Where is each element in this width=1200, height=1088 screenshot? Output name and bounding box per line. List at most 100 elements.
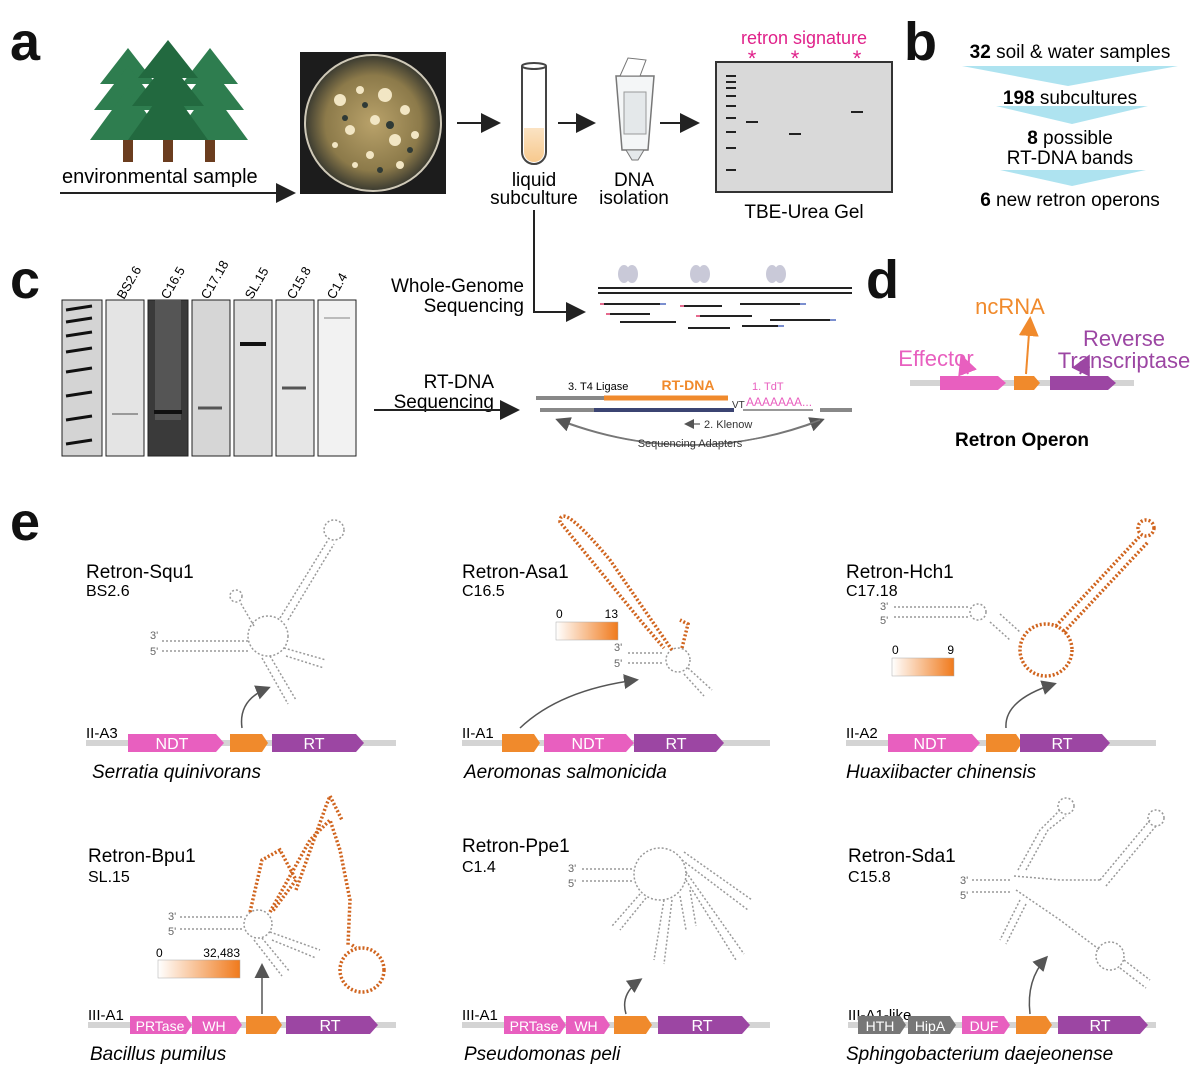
retron-id: C16.5 bbox=[462, 583, 505, 600]
funnel-row-4: RT-DNA bands bbox=[1007, 148, 1133, 169]
gene-label: NDT bbox=[156, 736, 189, 753]
gene-label: RT bbox=[1089, 1018, 1110, 1035]
species-name: Bacillus pumilus bbox=[90, 1044, 227, 1065]
gel-strips bbox=[61, 299, 357, 457]
retron-card: Retron-Ppe1 C1.4 3' 5' III-A1 PRTase WH … bbox=[462, 836, 770, 1065]
gel-label: TBE-Urea Gel bbox=[744, 202, 863, 223]
retron-card: Retron-Sda1 C15.8 3' 5' III-A1-like HTH … bbox=[846, 797, 1165, 1065]
vt-label: VT bbox=[732, 400, 745, 411]
polyA-label: AAAAAAA... bbox=[746, 395, 812, 409]
retron-card: Retron-Bpu1 SL.15 0 32,483 3' 5' III-A1 bbox=[88, 791, 396, 1065]
subculture-label: subculture bbox=[490, 188, 578, 209]
retron-signature-label: retron signature bbox=[741, 28, 867, 48]
species-name: Huaxiibacter chinensis bbox=[846, 762, 1037, 783]
retron-card: Retron-Hch1 C17.18 0 9 3' 5' II-A2 NDT R… bbox=[846, 518, 1156, 783]
panel-d-letter: d bbox=[866, 250, 899, 310]
five-prime: 5' bbox=[880, 615, 888, 627]
reverse-label: Reverse bbox=[1083, 326, 1165, 351]
dna-label: DNA bbox=[614, 170, 654, 191]
gene-label: RT bbox=[665, 736, 686, 753]
retron-card: Retron-Squ1 BS2.6 3' 5' II-A3 NDT RT Ser… bbox=[86, 519, 396, 783]
ncrna-structure bbox=[894, 518, 1156, 678]
five-prime: 5' bbox=[568, 878, 576, 890]
scale-max: 9 bbox=[947, 643, 954, 657]
wgs-label-1: Whole-Genome bbox=[391, 276, 524, 297]
liquid-label: liquid bbox=[512, 170, 556, 191]
signature-star: * bbox=[748, 46, 757, 71]
retron-id: C1.4 bbox=[462, 859, 496, 876]
retron-name: Retron-Sda1 bbox=[848, 846, 956, 867]
three-prime: 3' bbox=[614, 642, 622, 654]
panel-e-letter: e bbox=[10, 492, 40, 552]
scale-min: 0 bbox=[892, 643, 899, 657]
gene-label: RT bbox=[691, 1018, 712, 1035]
retron-id: C17.18 bbox=[846, 583, 898, 600]
klenow-label: 2. Klenow bbox=[704, 419, 752, 431]
culture-tube-icon bbox=[521, 62, 547, 165]
gene-label: NDT bbox=[914, 736, 947, 753]
funnel-row-3: 8 possible bbox=[1027, 128, 1113, 149]
adapters-label: Sequencing Adapters bbox=[638, 438, 743, 450]
five-prime: 5' bbox=[960, 890, 968, 902]
environmental-sample-label: environmental sample bbox=[62, 166, 258, 188]
spin-column-icon bbox=[615, 57, 655, 161]
funnel-row-2: 198 subcultures bbox=[1003, 88, 1137, 109]
funnel-row-5: 6 new retron operons bbox=[980, 190, 1160, 211]
transcriptase-label: Transcriptase bbox=[1058, 348, 1190, 373]
gene-label: PRTase bbox=[136, 1018, 185, 1034]
petri-dish-photo bbox=[300, 52, 446, 194]
lane-label: BS2.6 bbox=[114, 263, 145, 301]
three-prime: 3' bbox=[168, 911, 176, 923]
signature-star: * bbox=[853, 46, 862, 71]
scale-min: 0 bbox=[156, 946, 163, 960]
gene-label: HipA bbox=[915, 1018, 946, 1034]
panel-a-letter: a bbox=[10, 12, 41, 72]
tdt-label: 1. TdT bbox=[752, 381, 784, 393]
five-prime: 5' bbox=[168, 926, 176, 938]
retron-type: II-A1 bbox=[462, 725, 494, 742]
scale-max: 32,483 bbox=[203, 946, 240, 960]
rtdna-label: RT-DNA bbox=[662, 377, 715, 393]
gene-label: WH bbox=[202, 1018, 225, 1034]
retron-operon-label: Retron Operon bbox=[955, 430, 1089, 451]
ncrna-structure bbox=[582, 847, 753, 965]
gene-label: WH bbox=[574, 1018, 597, 1034]
ncrna-label: ncRNA bbox=[975, 294, 1045, 319]
gene-label: NDT bbox=[572, 736, 605, 753]
three-prime: 3' bbox=[568, 863, 576, 875]
gene-label: DUF bbox=[970, 1018, 999, 1034]
retron-type: III-A1 bbox=[462, 1007, 498, 1024]
rtdna-seq-label-2: Sequencing bbox=[394, 392, 494, 413]
wgs-arrow bbox=[533, 210, 586, 322]
wgs-reads-diagram bbox=[598, 265, 852, 329]
ncrna-structure bbox=[558, 514, 713, 697]
gene-label: RT bbox=[1051, 736, 1072, 753]
retron-name: Retron-Hch1 bbox=[846, 562, 954, 583]
three-prime: 3' bbox=[960, 875, 968, 887]
species-name: Pseudomonas peli bbox=[464, 1044, 621, 1065]
species-name: Aeromonas salmonicida bbox=[463, 762, 667, 783]
retron-name: Retron-Bpu1 bbox=[88, 846, 196, 867]
gel-image bbox=[715, 61, 893, 193]
lane-label: SL.15 bbox=[242, 265, 272, 302]
three-prime: 3' bbox=[880, 601, 888, 613]
retron-name: Retron-Ppe1 bbox=[462, 836, 570, 857]
scale-min: 0 bbox=[556, 607, 563, 621]
panel-b-letter: b bbox=[904, 12, 937, 72]
scale-max: 13 bbox=[605, 607, 619, 621]
five-prime: 5' bbox=[614, 658, 622, 670]
funnel-row-1: 32 soil & water samples bbox=[970, 42, 1171, 63]
retron-card: Retron-Asa1 C16.5 0 13 3' 5' II-A1 NDT R… bbox=[462, 514, 770, 783]
retron-type: III-A1 bbox=[88, 1007, 124, 1024]
tree-icon bbox=[90, 40, 248, 162]
ncrna-structure bbox=[162, 519, 345, 705]
ncrna-structure bbox=[180, 791, 386, 994]
gene-label: HTH bbox=[866, 1018, 895, 1034]
lane-label: C17.18 bbox=[198, 258, 232, 302]
species-name: Sphingobacterium daejeonense bbox=[846, 1044, 1113, 1065]
ncrna-structure bbox=[972, 797, 1165, 989]
lane-label: C15.8 bbox=[284, 264, 314, 302]
gene-label: PRTase bbox=[510, 1018, 559, 1034]
signature-star: * bbox=[791, 46, 800, 71]
retron-type: II-A2 bbox=[846, 725, 878, 742]
